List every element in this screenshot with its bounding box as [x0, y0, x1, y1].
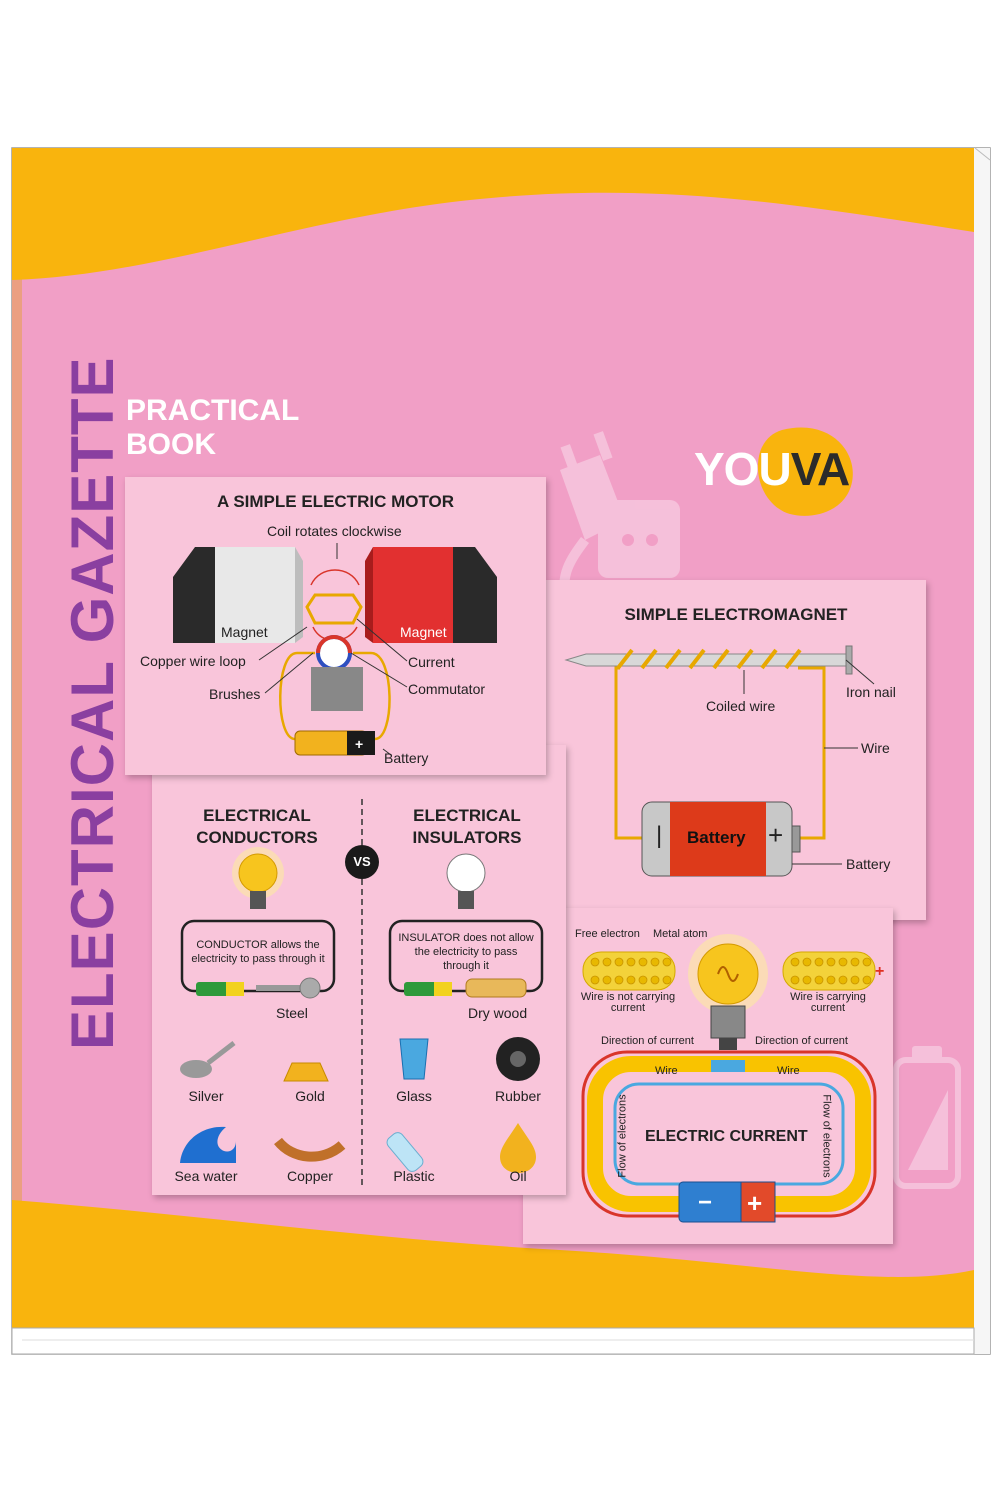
svg-text:+: +	[875, 963, 884, 980]
svg-text:+: +	[747, 1188, 762, 1218]
conductors-title-line-2: CONDUCTORS	[196, 828, 318, 847]
plastic-bottle-icon	[386, 1132, 424, 1172]
electric-current-title: ELECTRIC CURRENT	[645, 1128, 808, 1145]
brand-you: YOU	[694, 443, 792, 495]
insulator-description: INSULATOR does not allow the electricity…	[392, 931, 540, 973]
flow-left-label: Flow of electrons	[616, 1094, 629, 1178]
glass-icon	[399, 1038, 429, 1080]
vs-badge: VS	[353, 854, 371, 869]
current-bulb-icon	[688, 934, 768, 1050]
electric-current-diagram: + − +	[581, 934, 884, 1223]
steel-label: Steel	[276, 1005, 308, 1021]
gold-bar-icon	[283, 1062, 329, 1082]
insulator-desc-line-2: the electricity to pass	[414, 946, 518, 958]
oil-drop-icon	[500, 1123, 536, 1173]
gold-label: Gold	[295, 1088, 325, 1104]
silver-spoon-icon	[180, 1041, 236, 1078]
brand-blob	[757, 427, 853, 516]
motor-title: A SIMPLE ELECTRIC MOTOR	[216, 492, 455, 511]
coil-rotates-label: Coil rotates clockwise	[267, 523, 402, 539]
free-electron-label: Free electron	[575, 928, 640, 940]
metal-atom-label: Metal atom	[653, 928, 708, 940]
dry-wood-label: Dry wood	[468, 1005, 528, 1021]
current-label: Current	[408, 654, 455, 670]
conductors-title: ELECTRICAL CONDUCTORS	[152, 805, 362, 849]
brand-va: VA	[790, 443, 850, 495]
electromagnet-title: SIMPLE ELECTROMAGNET	[624, 605, 848, 624]
subtitle-line-1: PRACTICAL	[126, 394, 300, 427]
svg-text:+: +	[355, 736, 363, 752]
sea-water-label: Sea water	[174, 1168, 238, 1184]
brand-logo: YOUVA	[694, 442, 850, 496]
battery-label: Battery	[846, 856, 891, 872]
conductors-diagram	[180, 799, 544, 1185]
svg-text:−: −	[698, 1189, 712, 1216]
conductor-description: CONDUCTOR allows the electricity to pass…	[184, 938, 332, 966]
carrying-label: Wire is carrying current	[773, 992, 883, 1014]
conductor-desc-line-2: electricity to pass through it	[191, 953, 325, 965]
magnet-left-label: Magnet	[221, 624, 268, 640]
insulator-desc-line-3: through it	[443, 960, 489, 972]
not-carrying-label: Wire is not carrying current	[573, 992, 683, 1014]
wire-left-label: Wire	[655, 1065, 678, 1077]
iron-nail-label: Iron nail	[846, 684, 896, 700]
battery-plus-sign: +	[768, 820, 784, 850]
cover-vertical-title: ELECTRICAL GAZETTE	[59, 356, 126, 1050]
flow-right-label: Flow of electrons	[820, 1094, 833, 1178]
battery-center-text: Battery	[687, 828, 746, 847]
rubber-tyre-icon	[496, 1037, 540, 1081]
rubber-label: Rubber	[495, 1088, 541, 1104]
copper-pipe-icon	[274, 1137, 346, 1162]
oil-label: Oil	[509, 1168, 527, 1184]
glass-label: Glass	[396, 1088, 432, 1104]
carrying-line-1: Wire is carrying	[790, 991, 866, 1003]
motor-battery-label: Battery	[384, 750, 429, 766]
cover-subtitle: PRACTICAL BOOK	[126, 394, 299, 462]
insulators-title-line-2: INSULATORS	[412, 828, 522, 847]
direction-left-label: Direction of current	[601, 1035, 694, 1047]
electromagnet-panel: SIMPLE ELECTROMAGNET Iron nail Coiled wi…	[546, 580, 926, 920]
brushes-label: Brushes	[209, 686, 261, 702]
electric-motor-panel: A SIMPLE ELECTRIC MOTOR + Coil rotates c…	[125, 477, 546, 775]
plastic-label: Plastic	[393, 1168, 435, 1184]
insulators-title: ELECTRICAL INSULATORS	[362, 805, 572, 849]
sea-water-icon	[180, 1126, 236, 1163]
battery-minus-sign: |	[656, 822, 663, 849]
motor-diagram: +	[173, 543, 497, 756]
insulators-title-line-1: ELECTRICAL	[413, 806, 521, 825]
insulator-desc-line-1: INSULATOR does not allow	[398, 932, 534, 944]
battery-decoration-icon	[893, 1046, 961, 1189]
not-carrying-line-1: Wire is not carrying	[580, 991, 676, 1003]
conductors-title-line-1: ELECTRICAL	[203, 806, 311, 825]
carrying-line-2: current	[810, 1002, 846, 1014]
wire-label: Wire	[861, 740, 890, 756]
wire-right-label: Wire	[777, 1065, 800, 1077]
magnet-right-label: Magnet	[400, 624, 447, 640]
not-carrying-line-2: current	[610, 1002, 646, 1014]
copper-label: Copper	[287, 1168, 333, 1184]
electromagnet-diagram	[564, 645, 875, 877]
electric-current-panel: + − + Free electron Metal atom Wire is n…	[523, 908, 893, 1244]
coiled-wire-label: Coiled wire	[706, 698, 776, 714]
silver-label: Silver	[188, 1088, 224, 1104]
conductor-desc-line-1: CONDUCTOR allows the	[196, 939, 320, 951]
direction-right-label: Direction of current	[755, 1035, 848, 1047]
commutator-label: Commutator	[408, 681, 486, 697]
copper-wire-label: Copper wire loop	[140, 653, 246, 669]
subtitle-line-2: BOOK	[126, 428, 216, 461]
conductors-insulators-panel: ELECTRICAL CONDUCTORS ELECTRICAL INSULAT…	[152, 745, 566, 1195]
